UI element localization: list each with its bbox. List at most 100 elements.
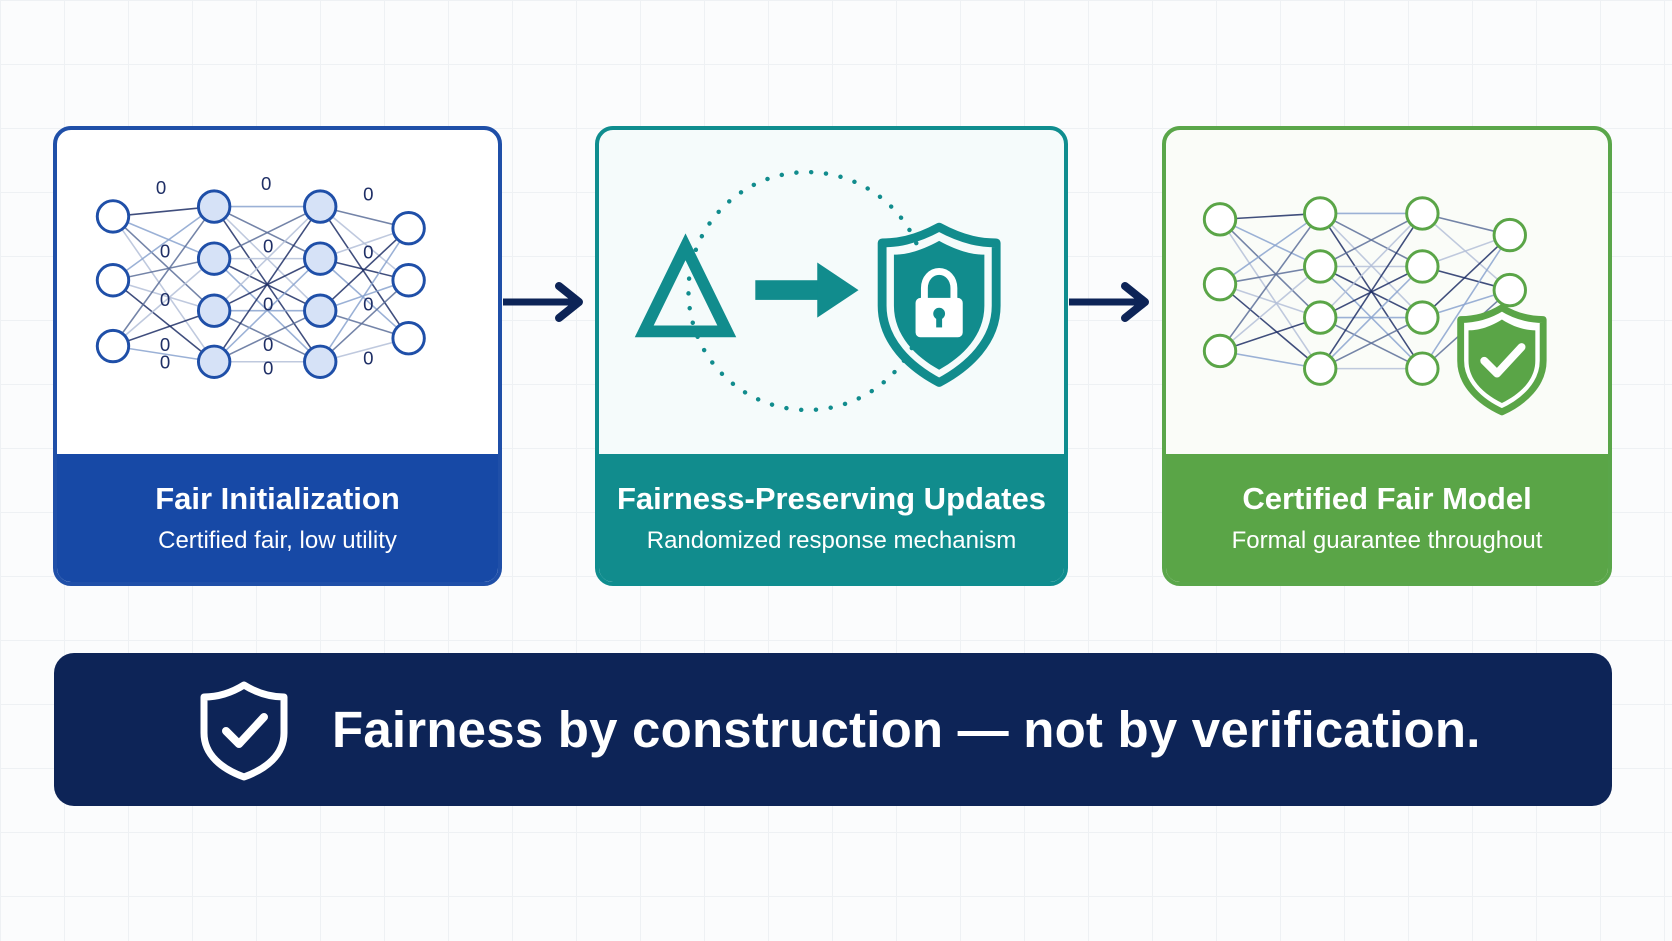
step-2-subtitle: Randomized response mechanism	[646, 527, 1017, 555]
tagline-text: Fairness by construction — not by verifi…	[332, 701, 1481, 758]
network-edge	[319, 227, 410, 312]
network-edge	[1319, 316, 1423, 370]
network-edge	[112, 205, 215, 281]
network-node	[95, 328, 131, 364]
arrow-right-icon	[755, 280, 825, 300]
neural-network-icon	[1202, 196, 1547, 416]
network-node	[1405, 196, 1440, 231]
network-node	[391, 263, 426, 298]
arrow-right-icon	[1069, 282, 1149, 322]
network-node	[303, 189, 338, 224]
step-card-fairness-preserving-updates: Fairness-Preserving Updates Randomized r…	[595, 126, 1068, 586]
weight-label: 0	[363, 184, 373, 205]
network-edge	[1219, 283, 1321, 370]
network-edge	[112, 258, 215, 347]
network-edge	[319, 206, 410, 339]
network-edge	[1421, 212, 1511, 291]
step-card-certified-fair-model: Certified Fair Model Formal guarantee th…	[1162, 126, 1612, 586]
network-edge	[112, 257, 215, 282]
weight-label: 0	[363, 242, 373, 263]
tagline-banner: Fairness by construction — not by verifi…	[54, 653, 1612, 806]
network-node	[95, 263, 131, 298]
step-3-illustration	[1166, 130, 1608, 458]
network-edge	[1219, 212, 1321, 352]
randomized-response-illustration	[634, 169, 1001, 413]
network-edge	[1319, 212, 1423, 268]
network-node	[196, 189, 232, 224]
step-2-title: Fairness-Preserving Updates	[616, 481, 1046, 516]
step-2-illustration	[599, 130, 1064, 458]
network-edge	[213, 206, 321, 363]
network-node	[303, 293, 338, 328]
network-edge	[213, 309, 321, 363]
step-1-subtitle: Certified fair, low utility	[158, 527, 397, 555]
network-node	[1303, 300, 1338, 335]
arrow-right-icon	[503, 282, 583, 322]
weight-label: 0	[263, 358, 273, 379]
check-shield-icon	[1457, 304, 1547, 416]
network-edge	[112, 215, 215, 363]
step-3-footer: Certified Fair Model Formal guarantee th…	[1166, 454, 1608, 582]
weight-label: 0	[263, 294, 273, 315]
delta-symbol	[634, 233, 737, 338]
network-edge	[319, 258, 410, 339]
check-shield-icon	[200, 681, 288, 781]
weight-label: 0	[160, 241, 170, 262]
network-node	[196, 293, 232, 328]
weight-label: 0	[263, 334, 273, 355]
step-3-title: Certified Fair Model	[1242, 481, 1532, 516]
network-node	[303, 344, 338, 379]
weight-label: 0	[363, 294, 373, 315]
network-node	[196, 344, 232, 379]
network-edge	[319, 279, 410, 363]
weight-label: 0	[160, 289, 170, 310]
network-node	[1492, 272, 1527, 308]
network-node	[1303, 196, 1338, 231]
network-edge	[112, 279, 215, 312]
network-edge	[1219, 218, 1321, 370]
network-node	[391, 321, 426, 356]
network-edge	[112, 215, 215, 260]
weight-label: 0	[263, 236, 273, 257]
network-node	[1202, 333, 1238, 369]
network-edge	[1219, 212, 1321, 285]
network-edge	[112, 279, 215, 363]
network-node	[1405, 351, 1440, 386]
network-edge	[1219, 316, 1321, 352]
network-edge	[112, 309, 215, 347]
network-node	[1202, 266, 1238, 302]
weight-label: 0	[156, 177, 166, 198]
network-edge	[213, 205, 321, 260]
weight-label: 0	[363, 348, 373, 369]
network-node	[1405, 300, 1440, 335]
network-node	[1303, 351, 1338, 386]
network-node	[196, 241, 232, 276]
network-edge	[112, 215, 215, 312]
network-edge	[1219, 265, 1321, 352]
step-1-title: Fair Initialization	[155, 481, 400, 516]
network-edge	[1421, 234, 1511, 370]
network-node	[391, 211, 426, 246]
weight-label: 0	[160, 352, 170, 373]
network-edge	[1219, 218, 1321, 268]
network-edge	[1319, 213, 1424, 370]
step-1-footer: Fair Initialization Certified fair, low …	[57, 454, 498, 582]
network-edge	[319, 227, 410, 363]
network-edge	[213, 258, 321, 363]
network-edge	[1219, 283, 1321, 319]
network-node	[303, 241, 338, 276]
network-edge	[1319, 212, 1423, 319]
network-edge	[1319, 265, 1423, 370]
weight-label: 0	[261, 173, 271, 194]
step-3-subtitle: Formal guarantee throughout	[1231, 527, 1543, 555]
network-node	[1303, 249, 1338, 284]
weight-label: 0	[160, 334, 170, 355]
network-node	[1405, 249, 1440, 284]
network-node	[95, 199, 131, 234]
network-node	[1202, 202, 1238, 237]
network-edge	[1219, 218, 1321, 319]
network-edge	[1421, 234, 1511, 319]
